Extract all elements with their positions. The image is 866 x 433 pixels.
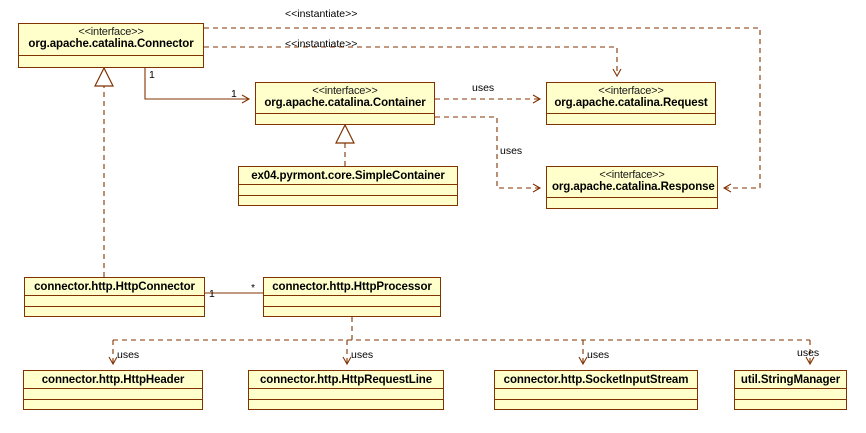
operations-compartment bbox=[239, 196, 457, 207]
multiplicity-httpconnector-end: 1 bbox=[209, 288, 215, 300]
edge-connector-instantiates-request bbox=[204, 46, 622, 78]
class-name-label: org.apache.catalina.Container bbox=[264, 97, 426, 109]
operations-compartment bbox=[25, 307, 204, 318]
attributes-compartment bbox=[25, 296, 204, 307]
edge-label-uses-httprequestline: uses bbox=[351, 349, 374, 361]
class-name-label: org.apache.catalina.Request bbox=[554, 97, 708, 109]
attributes-compartment bbox=[239, 185, 457, 196]
attributes-compartment bbox=[547, 114, 715, 124]
class-header: ex04.pyrmont.core.SimpleContainer bbox=[239, 167, 457, 185]
class-box-httprequestline[interactable]: connector.http.HttpRequestLine bbox=[248, 370, 444, 410]
attributes-compartment bbox=[735, 389, 846, 400]
class-name-label: util.StringManager bbox=[740, 374, 841, 386]
attributes-compartment bbox=[495, 389, 697, 400]
class-box-connector[interactable]: <<interface>> org.apache.catalina.Connec… bbox=[18, 23, 204, 68]
edge-label-uses-httpheader: uses bbox=[117, 349, 140, 361]
class-name-label: connector.http.HttpProcessor bbox=[272, 281, 432, 293]
class-header: connector.http.HttpHeader bbox=[24, 371, 202, 389]
class-name-label: org.apache.catalina.Connector bbox=[28, 38, 194, 50]
class-header: connector.http.HttpConnector bbox=[25, 278, 204, 296]
edge-label-instantiate-request: <<instantiate>> bbox=[285, 38, 358, 50]
class-name-label: connector.http.HttpConnector bbox=[34, 281, 195, 293]
class-header: <<interface>> org.apache.catalina.Connec… bbox=[19, 24, 203, 56]
class-box-response[interactable]: <<interface>> org.apache.catalina.Respon… bbox=[546, 166, 718, 209]
class-header: <<interface>> org.apache.catalina.Respon… bbox=[547, 167, 717, 198]
class-name-label: connector.http.HttpRequestLine bbox=[259, 374, 433, 386]
attributes-compartment bbox=[19, 56, 203, 67]
class-box-request[interactable]: <<interface>> org.apache.catalina.Reques… bbox=[546, 82, 716, 125]
edge-label-instantiate-response: <<instantiate>> bbox=[285, 8, 358, 20]
class-box-httpconnector[interactable]: connector.http.HttpConnector bbox=[24, 277, 205, 317]
attributes-compartment bbox=[249, 389, 443, 400]
class-box-stringmanager[interactable]: util.StringManager bbox=[734, 370, 847, 410]
edge-label-uses-stringmanager: uses bbox=[797, 347, 820, 359]
edge-label-uses-socketinputstream: uses bbox=[587, 349, 610, 361]
class-header: <<interface>> org.apache.catalina.Contai… bbox=[256, 83, 434, 114]
attributes-compartment bbox=[264, 296, 440, 307]
stereotype-label: <<interface>> bbox=[78, 26, 144, 38]
class-name-label: connector.http.SocketInputStream bbox=[503, 374, 689, 386]
class-box-simplecontainer[interactable]: ex04.pyrmont.core.SimpleContainer bbox=[238, 166, 458, 206]
edge-httpprocessor-uses-trunk bbox=[113, 317, 810, 341]
edge-label-uses-container-response: uses bbox=[500, 145, 523, 157]
stereotype-label: <<interface>> bbox=[599, 169, 665, 181]
multiplicity-container-end: 1 bbox=[231, 88, 237, 100]
class-name-label: connector.http.HttpHeader bbox=[41, 374, 185, 386]
attributes-compartment bbox=[547, 198, 717, 208]
class-box-container[interactable]: <<interface>> org.apache.catalina.Contai… bbox=[255, 82, 435, 125]
class-header: <<interface>> org.apache.catalina.Reques… bbox=[547, 83, 715, 114]
class-box-socketinputstream[interactable]: connector.http.SocketInputStream bbox=[494, 370, 698, 410]
class-header: connector.http.HttpProcessor bbox=[264, 278, 440, 296]
class-box-httpprocessor[interactable]: connector.http.HttpProcessor bbox=[263, 277, 441, 317]
class-header: connector.http.SocketInputStream bbox=[495, 371, 697, 389]
attributes-compartment bbox=[256, 114, 434, 124]
multiplicity-connector-end: 1 bbox=[149, 69, 155, 81]
edge-simplecontainer-realizes-container bbox=[335, 123, 355, 166]
operations-compartment bbox=[24, 400, 202, 411]
class-header: connector.http.HttpRequestLine bbox=[249, 371, 443, 389]
edge-httpconnector-realizes-connector bbox=[94, 66, 114, 277]
stereotype-label: <<interface>> bbox=[598, 85, 664, 97]
class-name-label: org.apache.catalina.Response bbox=[552, 181, 715, 193]
operations-compartment bbox=[249, 400, 443, 411]
stereotype-label: <<interface>> bbox=[312, 85, 378, 97]
multiplicity-httpprocessor-end: * bbox=[251, 282, 256, 294]
attributes-compartment bbox=[24, 389, 202, 400]
class-name-label: ex04.pyrmont.core.SimpleContainer bbox=[251, 170, 445, 182]
class-header: util.StringManager bbox=[735, 371, 846, 389]
operations-compartment bbox=[735, 400, 846, 411]
edge-label-uses-container-request: uses bbox=[472, 82, 495, 94]
class-box-httpheader[interactable]: connector.http.HttpHeader bbox=[23, 370, 203, 410]
operations-compartment bbox=[264, 307, 440, 318]
operations-compartment bbox=[495, 400, 697, 411]
